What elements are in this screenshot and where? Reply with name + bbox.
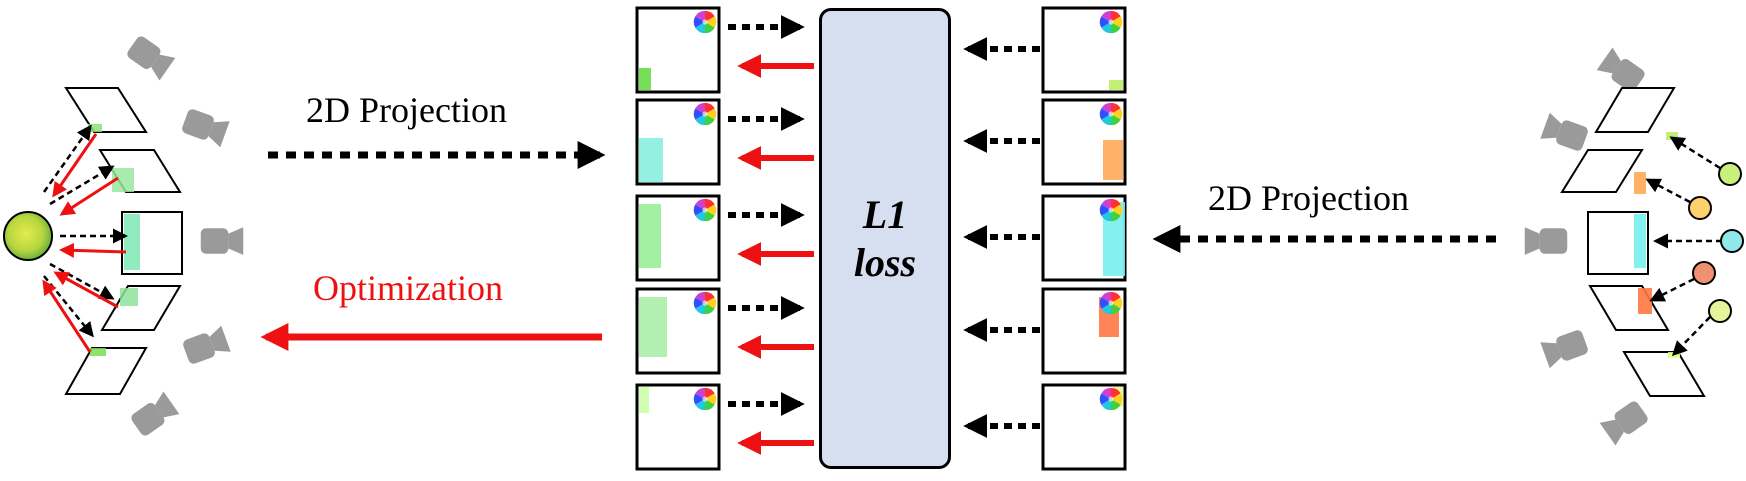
image-plane xyxy=(1560,149,1644,193)
plane-patch xyxy=(90,348,106,356)
loss-line-2: loss xyxy=(853,239,917,285)
target-point xyxy=(1708,299,1732,323)
right-image-plane-3 xyxy=(1587,211,1649,275)
camera-icon xyxy=(200,227,244,255)
plane-patch xyxy=(1634,172,1646,194)
camera-icon xyxy=(1540,112,1590,154)
target-point xyxy=(1718,162,1742,186)
target-flow-maps xyxy=(1041,6,1127,471)
rendered-map-3 xyxy=(635,194,721,282)
projection-label-right: 2D Projection xyxy=(1208,178,1409,218)
plane-patch xyxy=(88,124,102,132)
plane-patch xyxy=(120,288,138,306)
target-map-patch xyxy=(1109,80,1123,90)
left-image-plane-5 xyxy=(64,347,148,395)
loss-line-1: L1 xyxy=(862,191,908,237)
point-projection-ray xyxy=(1645,178,1691,204)
l1-loss-box: L1 loss xyxy=(819,8,951,469)
left-image-plane-3 xyxy=(121,211,183,275)
image-plane xyxy=(64,347,148,395)
color-wheel-icon xyxy=(693,102,717,126)
right-projected-points xyxy=(1645,136,1744,357)
rendered-map-2 xyxy=(635,98,721,186)
color-wheel-icon xyxy=(693,387,717,411)
color-wheel-icon xyxy=(1099,387,1123,411)
target-point xyxy=(1688,196,1712,220)
rendered-map-patch xyxy=(639,138,663,182)
projection-label-left: 2D Projection xyxy=(306,90,507,130)
camera-icon xyxy=(1540,327,1590,369)
camera-icon xyxy=(180,106,230,148)
rendered-map-patch xyxy=(639,204,661,268)
rendered-flow-maps xyxy=(635,6,721,471)
target-map-frame xyxy=(1041,383,1127,471)
rendered-map-patch xyxy=(639,297,667,357)
target-map-3 xyxy=(1041,194,1127,282)
color-wheel-icon xyxy=(1099,10,1123,34)
image-plane xyxy=(1587,211,1649,275)
optimization-label: Optimization xyxy=(313,268,503,308)
image-plane xyxy=(1588,285,1670,331)
image-plane xyxy=(100,285,182,331)
plane-patch xyxy=(1666,132,1678,140)
color-wheel-icon xyxy=(1099,102,1123,126)
target-map-2 xyxy=(1041,98,1127,186)
camera-icon xyxy=(128,391,180,439)
loss-arrows xyxy=(728,15,1040,455)
right-image-plane-4 xyxy=(1588,285,1670,331)
right-image-plane-2 xyxy=(1560,149,1646,194)
camera-icon xyxy=(1599,398,1651,446)
target-point xyxy=(1692,261,1716,285)
color-wheel-icon xyxy=(1099,291,1123,315)
rendered-map-5 xyxy=(635,383,721,471)
color-wheel-icon xyxy=(693,10,717,34)
right-image-planes xyxy=(1560,87,1706,397)
plane-patch xyxy=(1634,214,1646,268)
camera-icon xyxy=(124,33,176,81)
color-wheel-icon xyxy=(693,291,717,315)
left-optimization-rays xyxy=(42,133,127,353)
image-plane xyxy=(1622,351,1706,397)
image-plane xyxy=(1594,87,1676,133)
target-map-4 xyxy=(1041,287,1127,375)
rendered-map-patch xyxy=(639,387,649,413)
right-image-plane-5 xyxy=(1622,351,1706,397)
plane-patch xyxy=(112,168,134,192)
color-wheel-icon xyxy=(693,198,717,222)
l1-loss-label: L1 loss xyxy=(854,191,916,287)
camera-icon xyxy=(181,325,231,367)
target-point xyxy=(1720,229,1744,253)
point-projection-ray xyxy=(1671,316,1711,357)
image-plane xyxy=(64,87,148,133)
point-projection-ray xyxy=(1669,136,1721,170)
gaussian-sphere-icon xyxy=(3,211,53,261)
plane-patch xyxy=(124,214,140,270)
camera-icon xyxy=(1524,227,1568,255)
plane-patch xyxy=(1638,288,1652,314)
left-image-plane-4 xyxy=(100,285,182,331)
color-wheel-icon xyxy=(1099,198,1123,222)
target-map-5 xyxy=(1041,383,1127,471)
left-image-planes xyxy=(64,87,183,395)
left-image-plane-2 xyxy=(98,149,182,193)
rendered-map-patch xyxy=(639,68,651,90)
left-image-plane-1 xyxy=(64,87,148,133)
rendered-map-1 xyxy=(635,6,721,94)
target-map-patch xyxy=(1103,140,1123,180)
target-map-1 xyxy=(1041,6,1127,94)
point-projection-ray xyxy=(1649,277,1695,302)
rendered-map-4 xyxy=(635,287,721,375)
right-image-plane-1 xyxy=(1594,87,1678,140)
